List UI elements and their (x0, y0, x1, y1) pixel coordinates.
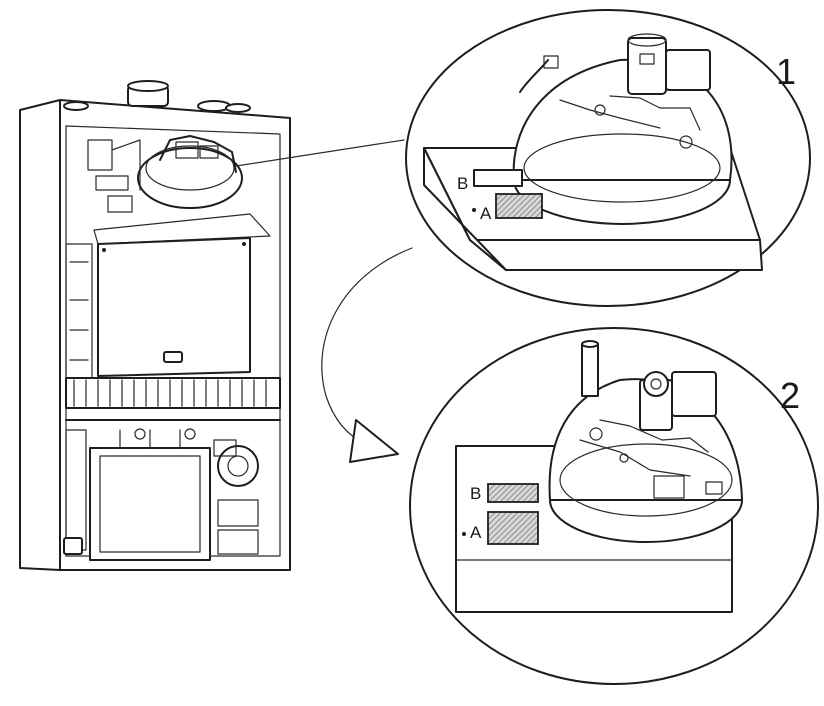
label-plate-a (487, 511, 539, 545)
leader-line (235, 139, 405, 167)
marker-dot (462, 532, 466, 536)
label-b: B (457, 174, 468, 193)
callout-number: 1 (776, 51, 796, 92)
detail-view-2: B A (409, 327, 819, 685)
label-a: A (480, 204, 492, 223)
callout-number: 2 (780, 375, 800, 416)
label-plate-b (487, 483, 539, 503)
marker-dot (472, 208, 476, 212)
label-b: B (470, 484, 481, 503)
boiler-unit (19, 80, 291, 571)
detail-view-1: B A (405, 9, 811, 307)
label-a: A (470, 523, 482, 542)
label-plate-b (473, 169, 523, 187)
label-plate-a (495, 193, 543, 219)
flow-arrow (321, 247, 413, 463)
